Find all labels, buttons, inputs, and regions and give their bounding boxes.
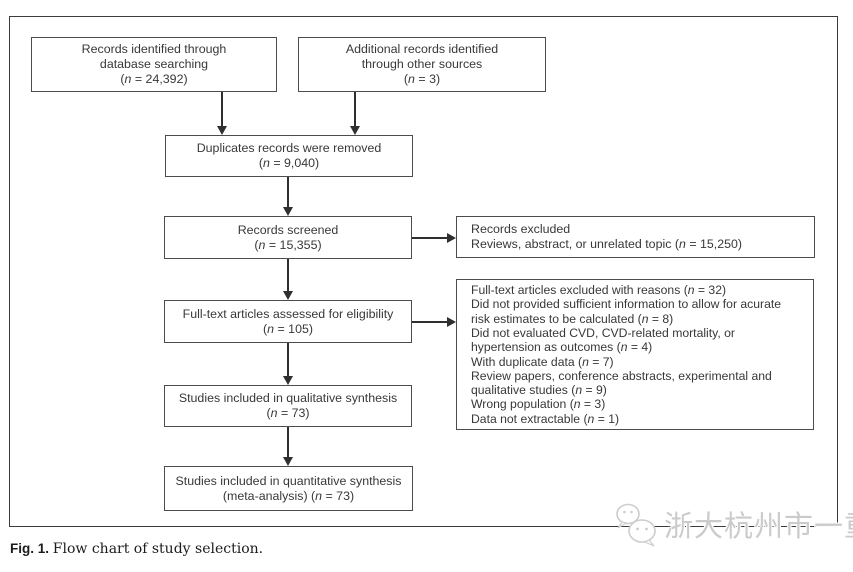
arrow-records-identified-to-duplicates (217, 92, 227, 135)
caption-text: Flow chart of study selection. (52, 541, 264, 557)
box-fulltext-assessed: Full-text articles assessed for eligibil… (164, 300, 412, 343)
box-text-line: (n = 15,355) (254, 237, 322, 252)
box-text-line: Did not provided sufficient information … (471, 297, 782, 312)
box-text-line: (n = 24,392) (120, 72, 188, 86)
arrow-screened-to-records-excluded (412, 233, 456, 243)
box-text-line: Did not evaluated CVD, CVD-related morta… (471, 325, 735, 340)
box-text-line: Full-text articles excluded with reasons… (471, 283, 727, 298)
box-text-line: Duplicates records were removed (196, 141, 382, 155)
box-text-line: through other sources (361, 57, 483, 71)
arrow-additional-records-to-duplicates (350, 92, 360, 135)
box-text-line: (meta-analysis) (n = 73) (222, 488, 355, 503)
box-text-line: Data not extractable (n = 1) (471, 411, 620, 426)
box-text-line: hypertension as outcomes (n = 4) (471, 340, 653, 355)
box-text-line: Records identified through (81, 42, 227, 56)
figure-caption: Fig. 1. Flow chart of study selection. (10, 541, 263, 557)
box-text-line: With duplicate data (n = 7) (471, 354, 614, 369)
box-qualitative-synthesis: Studies included in qualitative synthesi… (164, 385, 412, 427)
arrow-duplicates-to-screened (283, 177, 293, 216)
box-text-line: (n = 9,040) (258, 156, 320, 170)
wechat-bubbles-icon (616, 503, 656, 547)
box-text-line: qualitative studies (n = 9) (471, 383, 607, 398)
box-text-line: Studies included in quantitative synthes… (175, 473, 402, 488)
box-text-line: risk estimates to be calculated (n = 8) (471, 311, 674, 326)
watermark-text: 浙大杭州市一重症 (664, 511, 853, 543)
box-text-line: (n = 73) (266, 406, 310, 420)
flowchart-outer-border (9, 16, 838, 527)
box-records-screened: Records screened(n = 15,355) (164, 216, 412, 259)
box-text-line: Wrong population (n = 3) (471, 397, 606, 412)
arrow-fulltext-to-qualitative (283, 343, 293, 385)
box-text-line: database searching (99, 57, 209, 71)
box-text-line: Full-text articles assessed for eligibil… (182, 306, 394, 321)
box-fulltext-excluded: Full-text articles excluded with reasons… (456, 279, 814, 430)
watermark: 浙大杭州市一重症 (612, 500, 853, 548)
arrow-fulltext-to-fulltext-excluded (412, 317, 456, 327)
box-text-line: Records screened (237, 222, 339, 237)
box-text-line: (n = 3) (403, 72, 441, 86)
caption-label: Fig. 1. (10, 541, 50, 556)
arrow-screened-to-fulltext (283, 259, 293, 300)
box-quantitative-synthesis: Studies included in quantitative synthes… (164, 466, 413, 511)
box-text-line: Reviews, abstract, or unrelated topic (n… (471, 237, 743, 251)
box-text-line: Additional records identified (345, 42, 499, 56)
box-text-line: (n = 105) (263, 321, 313, 336)
box-text-line: Studies included in qualitative synthesi… (178, 391, 398, 405)
box-duplicates-removed: Duplicates records were removed(n = 9,04… (165, 135, 413, 177)
arrow-qualitative-to-quantitative (283, 427, 293, 466)
box-text-line: Review papers, conference abstracts, exp… (471, 368, 772, 383)
box-text-line: Records excluded (471, 222, 571, 236)
